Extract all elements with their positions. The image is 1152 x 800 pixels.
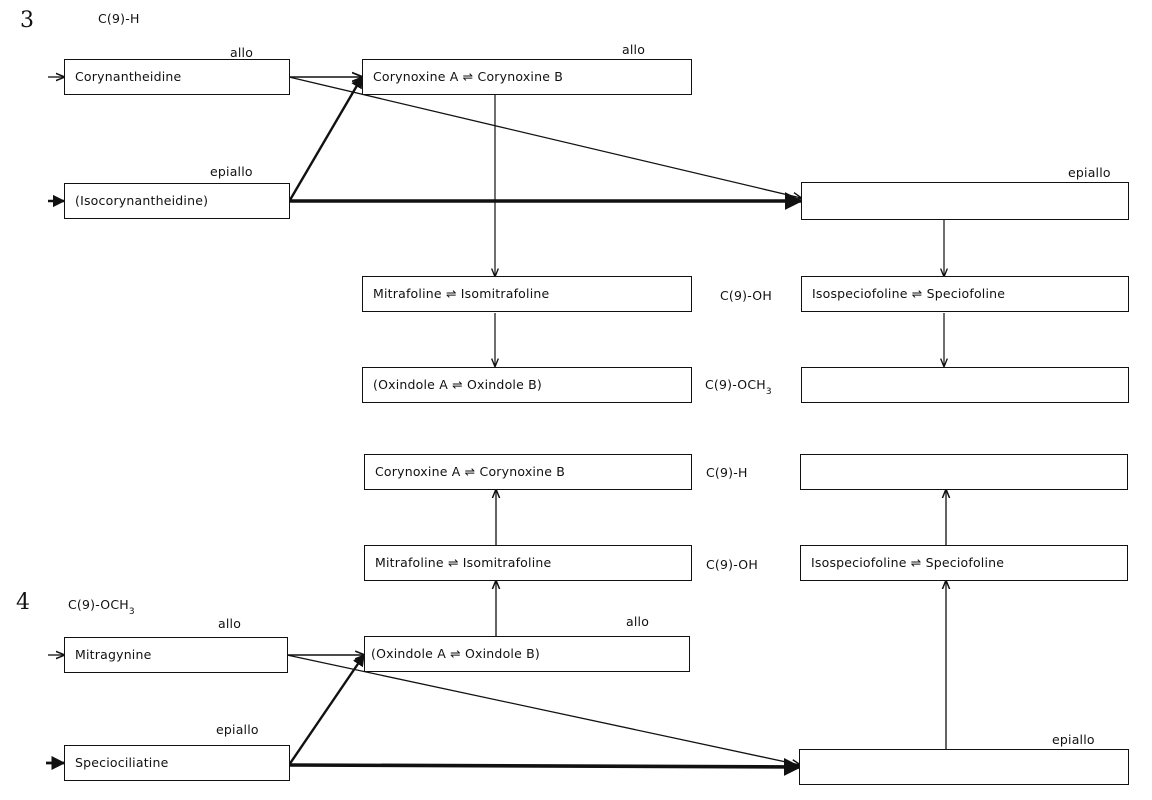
node-label: Mitrafoline ⇌ Isomitrafoline [373,285,550,301]
subscript: 3 [765,387,772,397]
node-corynoxine-a-b[interactable]: Corynoxine A ⇌ Corynoxine B [364,454,692,490]
node-speciociliatine[interactable]: Speciociliatine [64,745,290,781]
node-label: (Oxindole A ⇌ Oxindole B) [371,645,541,661]
node-corynoxine-a-b[interactable]: Corynoxine A ⇌ Corynoxine B [362,59,692,95]
config-label-epiallo: epiallo [210,164,253,179]
node-mitragynine[interactable]: Mitragynine [64,637,288,673]
node-epiallo-h-empty[interactable] [800,454,1128,490]
node-epiallo-och3-empty[interactable] [801,367,1129,403]
arrow-speciociliatine-to-oxindole [288,654,365,766]
node-mitrafoline-isomitrafoline[interactable]: Mitrafoline ⇌ Isomitrafoline [364,545,692,581]
node-epiallo-empty[interactable] [799,749,1129,785]
config-label-allo: allo [622,42,646,57]
node-label: Isospeciofoline ⇌ Speciofoline [811,554,1005,570]
config-label-epiallo: epiallo [1068,165,1111,180]
subscript: 3 [128,607,135,617]
arrow-mitragynine-to-epiallo [286,654,800,765]
config-label-allo: allo [218,616,242,631]
arrow-corynantheidine-to-epiallo [288,76,801,198]
node-label: Mitrafoline ⇌ Isomitrafoline [375,554,552,570]
section-number-3: 3 [20,8,34,33]
node-label: (Oxindole A ⇌ Oxindole B) [373,376,543,392]
node-corynantheidine[interactable]: Corynantheidine [64,59,290,95]
node-mitrafoline-isomitrafoline[interactable]: Mitrafoline ⇌ Isomitrafoline [362,276,692,312]
node-epiallo-empty[interactable] [801,182,1129,220]
node-isocorynantheidine[interactable]: (Isocorynantheidine) [64,183,290,219]
substituent-label: C(9)-H [706,465,748,480]
substituent-text: C(9)-OCH [705,377,766,392]
node-isospeciofoline-speciofoline[interactable]: Isospeciofoline ⇌ Speciofoline [801,276,1129,312]
node-oxindole-a-b[interactable]: (Oxindole A ⇌ Oxindole B) [364,636,690,672]
node-label: Speciociliatine [75,754,169,770]
config-label-allo: allo [626,614,650,629]
node-label: Corynoxine A ⇌ Corynoxine B [375,463,566,479]
node-label: Corynantheidine [75,68,182,84]
substituent-label-och3: C(9)-OCH3 [705,377,772,397]
config-label-allo: allo [230,45,254,60]
section-3-substituent: C(9)-H [98,11,140,26]
config-label-epiallo: epiallo [216,722,259,737]
node-label: Corynoxine A ⇌ Corynoxine B [373,68,564,84]
arrow-isocorynantheidine-to-corynoxine [288,75,364,201]
arrow-speciociliatine-to-epiallo [288,757,802,776]
node-oxindole-a-b[interactable]: (Oxindole A ⇌ Oxindole B) [362,367,692,403]
node-label: (Isocorynantheidine) [75,192,209,208]
substituent-label: C(9)-OH [720,288,772,303]
config-label-epiallo: epiallo [1052,732,1095,747]
substituent-label: C(9)-OH [706,557,758,572]
substituent-text: C(9)-OCH [68,597,129,612]
node-label: Mitragynine [75,646,152,662]
section-number-4: 4 [16,590,30,615]
node-isospeciofoline-speciofoline[interactable]: Isospeciofoline ⇌ Speciofoline [800,545,1128,581]
node-label: Isospeciofoline ⇌ Speciofoline [812,285,1006,301]
section-4-substituent: C(9)-OCH3 [68,597,135,617]
